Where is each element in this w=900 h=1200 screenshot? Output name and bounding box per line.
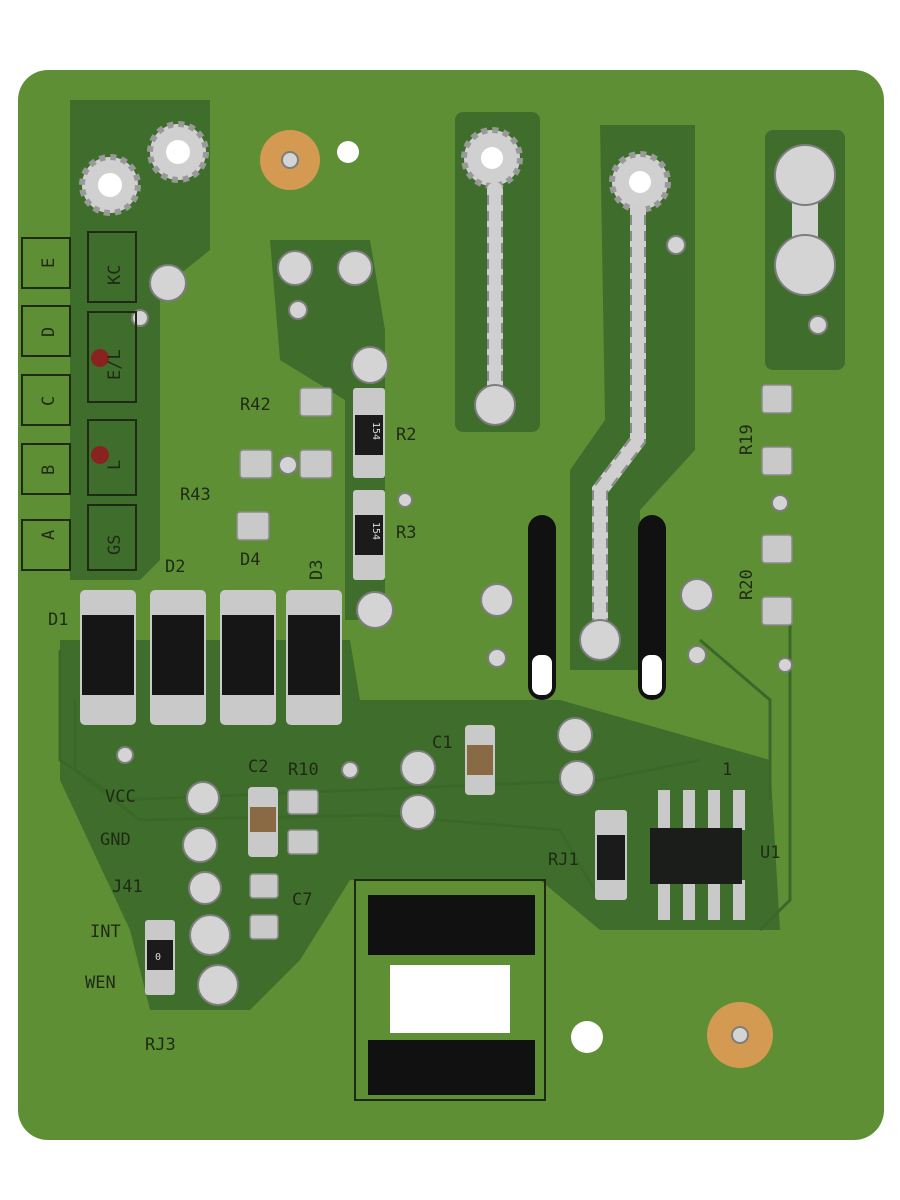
ic-u1 bbox=[650, 790, 745, 920]
diode-d4 bbox=[220, 590, 276, 725]
trace bbox=[758, 600, 792, 932]
diode-d1 bbox=[80, 590, 136, 725]
header-labels-col2: GS L E/L KC bbox=[87, 231, 137, 571]
label-rj3: RJ3 bbox=[145, 1035, 176, 1055]
solder-joint bbox=[149, 250, 714, 1006]
capacitor-c1 bbox=[465, 725, 495, 795]
label-u1: U1 bbox=[760, 843, 780, 863]
label-r43: R43 bbox=[180, 485, 211, 505]
svg-text:A: A bbox=[39, 530, 59, 540]
diode-d2 bbox=[150, 590, 206, 725]
label-vcc: VCC bbox=[105, 787, 136, 807]
svg-text:0: 0 bbox=[155, 952, 161, 963]
through-hole-pad bbox=[79, 121, 671, 216]
black-pad bbox=[368, 1040, 535, 1095]
svg-text:D: D bbox=[39, 327, 59, 337]
led bbox=[91, 446, 109, 464]
label-d1: D1 bbox=[48, 610, 68, 630]
solder-trace bbox=[487, 182, 646, 648]
via bbox=[731, 1026, 749, 1044]
label-pin1: 1 bbox=[722, 760, 732, 780]
svg-text:B: B bbox=[39, 465, 59, 475]
label-c2: C2 bbox=[248, 757, 268, 777]
solder-joint bbox=[474, 384, 516, 426]
label-r2: R2 bbox=[396, 425, 416, 445]
label-rj1: RJ1 bbox=[548, 850, 579, 870]
label-c1: C1 bbox=[432, 733, 452, 753]
resistor-rj1 bbox=[595, 810, 627, 900]
trace bbox=[58, 650, 701, 802]
label-d3: D3 bbox=[307, 560, 327, 580]
diode-d3 bbox=[286, 590, 342, 725]
capacitor-c2 bbox=[248, 787, 278, 857]
via bbox=[116, 235, 828, 779]
trace bbox=[699, 638, 772, 800]
resistor-r3: 154 bbox=[353, 490, 385, 580]
label-r10: R10 bbox=[288, 760, 319, 780]
svg-text:E/L: E/L bbox=[105, 349, 125, 380]
label-c7: C7 bbox=[292, 890, 312, 910]
label-d2: D2 bbox=[165, 557, 185, 577]
slot bbox=[528, 515, 666, 700]
resistor-r2: 154 bbox=[353, 388, 385, 478]
label-j41: J41 bbox=[112, 877, 143, 897]
svg-text:GS: GS bbox=[105, 535, 125, 555]
label-r19: R19 bbox=[737, 424, 757, 455]
label-wen: WEN bbox=[85, 973, 116, 993]
board-cutout bbox=[390, 965, 510, 1033]
solder-joint bbox=[774, 144, 836, 206]
mounting-hole bbox=[337, 141, 359, 163]
svg-text:L: L bbox=[105, 460, 125, 470]
label-gnd: GND bbox=[100, 830, 131, 850]
solder-trace-texture bbox=[487, 195, 646, 635]
smd-pad bbox=[236, 384, 793, 940]
via bbox=[281, 151, 299, 169]
label-int: INT bbox=[90, 922, 121, 942]
mounting-hole bbox=[571, 1021, 603, 1053]
led bbox=[91, 349, 109, 367]
header-labels-col1: A B C D E bbox=[21, 237, 71, 571]
svg-text:E: E bbox=[39, 258, 59, 268]
black-pad bbox=[368, 895, 535, 955]
svg-text:154: 154 bbox=[370, 422, 381, 440]
resistor-rj3: 0 bbox=[145, 920, 175, 995]
solder-joint bbox=[579, 619, 621, 661]
svg-text:154: 154 bbox=[370, 522, 381, 540]
label-r3: R3 bbox=[396, 523, 416, 543]
solder-joint bbox=[774, 234, 836, 296]
component-outline bbox=[354, 879, 546, 1101]
svg-text:KC: KC bbox=[105, 265, 125, 285]
svg-text:C: C bbox=[39, 396, 59, 406]
label-r42: R42 bbox=[240, 395, 271, 415]
label-r20: R20 bbox=[737, 569, 757, 600]
label-d4: D4 bbox=[240, 550, 260, 570]
